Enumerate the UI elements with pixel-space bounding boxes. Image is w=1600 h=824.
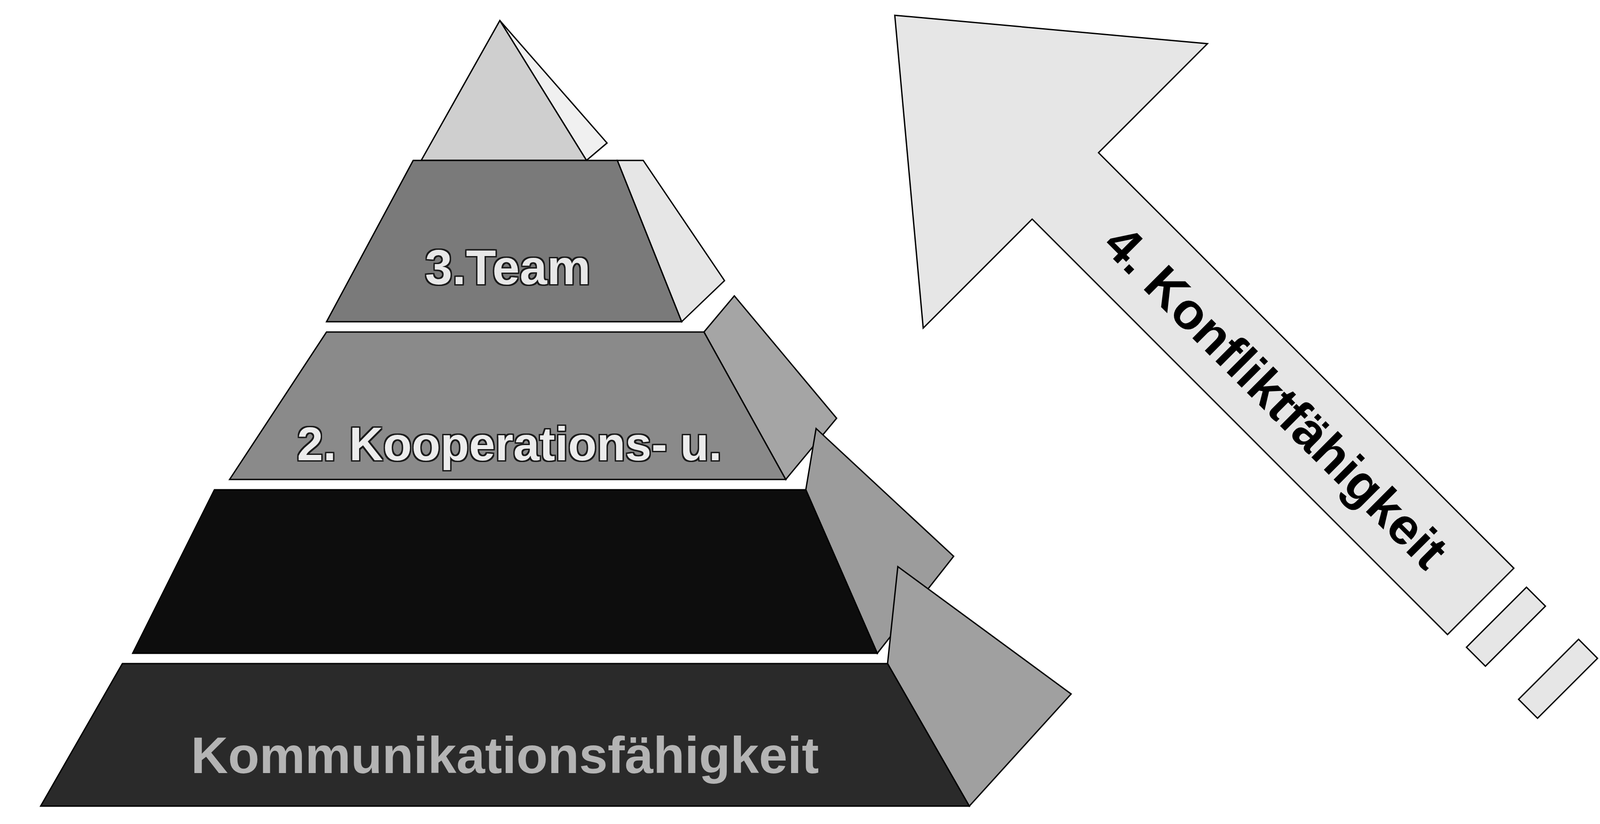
band-label: Kommunikationsfähigkeit — [191, 725, 820, 785]
pyramid-band: 2. Kooperations- u. — [229, 331, 786, 480]
pyramid-band — [132, 489, 878, 654]
pyramid-band: 3.Team — [326, 160, 682, 322]
band-shape — [326, 160, 682, 322]
arrow-tail-stripe — [1518, 639, 1598, 719]
arrow-tail-stripe — [1466, 586, 1546, 666]
pyramid-base-band: Kommunikationsfähigkeit — [40, 663, 970, 806]
arrow-body — [752, 0, 1600, 744]
pyramid-apex — [421, 20, 587, 161]
band-shape — [40, 663, 970, 806]
arrow-label: 4. Konfliktfähigkeit — [1092, 213, 1460, 580]
band-label: 3.Team — [424, 238, 591, 296]
band-label: 2. Kooperations- u. — [297, 417, 722, 472]
band-shape — [229, 331, 786, 480]
